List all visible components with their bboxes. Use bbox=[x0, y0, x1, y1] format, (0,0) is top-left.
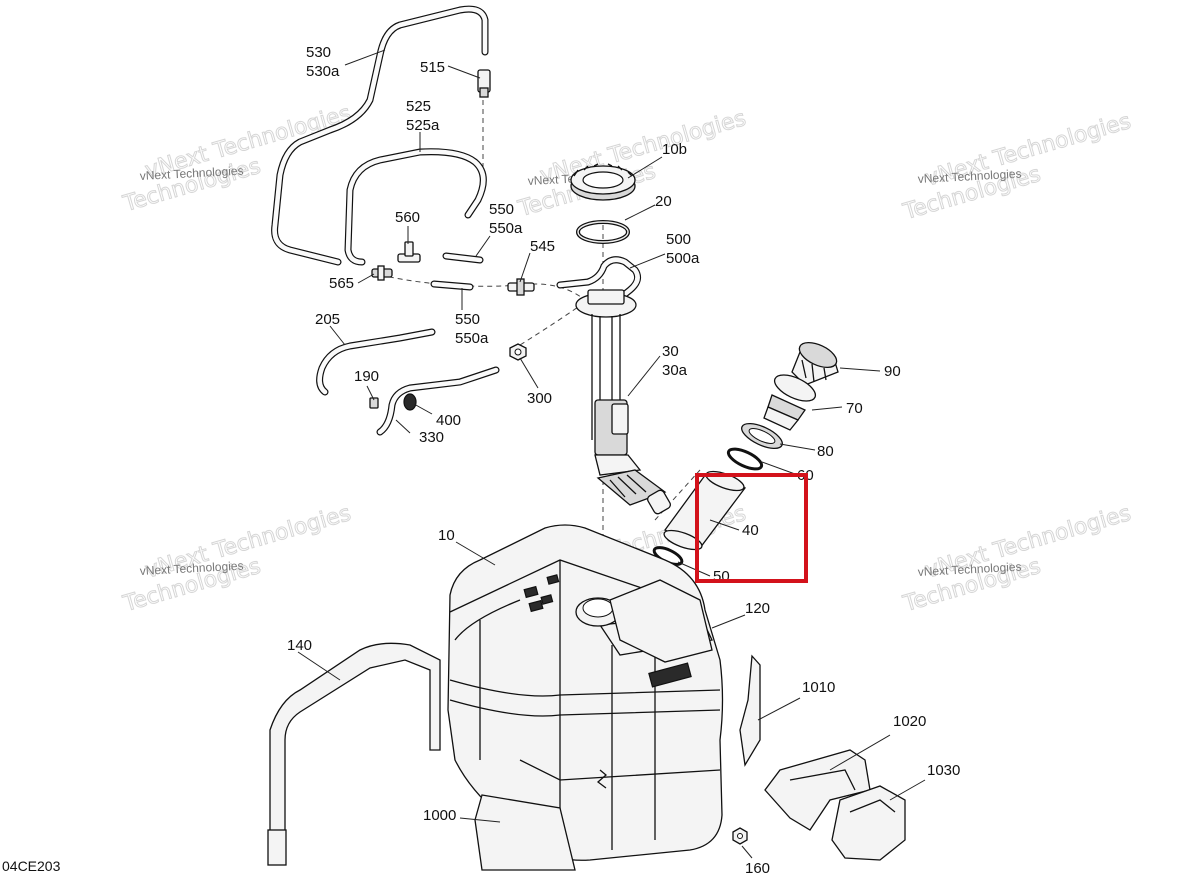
callout-205: 205 bbox=[315, 311, 340, 328]
part-1020-heat-shield bbox=[764, 749, 871, 831]
callout-550a-upper: 550a bbox=[489, 220, 523, 237]
callout-20: 20 bbox=[655, 193, 672, 210]
part-140-strap bbox=[267, 642, 441, 866]
part-80-clamp bbox=[741, 422, 783, 450]
svg-text:vNext Technologies: vNext Technologies bbox=[917, 560, 1021, 579]
part-1000-guard bbox=[474, 794, 576, 871]
part-550-upper-hose bbox=[442, 252, 484, 264]
part-205-hose bbox=[316, 328, 436, 396]
part-20-seal-ring bbox=[576, 220, 630, 244]
callout-10: 10 bbox=[438, 527, 455, 544]
callout-300: 300 bbox=[527, 390, 552, 407]
part-1030-cover bbox=[831, 785, 906, 861]
diagram-code: 04CE203 bbox=[2, 858, 61, 874]
part-560-fitting bbox=[397, 241, 421, 263]
part-545-fitting bbox=[507, 278, 535, 296]
callout-160: 160 bbox=[745, 860, 770, 874]
callout-500: 500 bbox=[666, 231, 691, 248]
part-530-vent-hose bbox=[271, 5, 489, 266]
callout-120: 120 bbox=[745, 600, 770, 617]
part-190-screw bbox=[369, 397, 379, 409]
part-60-clamp bbox=[726, 447, 764, 471]
svg-text:vNext Technologies: vNext Technologies bbox=[917, 167, 1021, 186]
part-565-fitting bbox=[371, 265, 393, 281]
callout-190: 190 bbox=[354, 368, 379, 385]
callout-30a: 30a bbox=[662, 362, 688, 379]
part-120-bracket bbox=[609, 579, 713, 663]
part-515-valve bbox=[477, 69, 491, 98]
callout-1010: 1010 bbox=[802, 679, 835, 696]
watermark-left-top: vNext Technologies Technologies bbox=[119, 101, 354, 218]
callout-500a: 500a bbox=[666, 250, 700, 267]
callout-70: 70 bbox=[846, 400, 863, 417]
callout-550a-lower: 550a bbox=[455, 330, 489, 347]
part-90-cap bbox=[791, 341, 839, 386]
callout-labels: 530 530a 515 525 525a 10b 20 560 550 550… bbox=[287, 44, 960, 877]
callout-565: 565 bbox=[329, 275, 354, 292]
callout-515: 515 bbox=[420, 59, 445, 76]
callout-530: 530 bbox=[306, 44, 331, 61]
part-160-nut bbox=[732, 827, 748, 845]
callout-90: 90 bbox=[884, 363, 901, 380]
callout-1030: 1030 bbox=[927, 762, 960, 779]
callout-140: 140 bbox=[287, 637, 312, 654]
part-30-fuel-pump bbox=[575, 289, 671, 515]
svg-text:vNext Technologies: vNext Technologies bbox=[139, 559, 243, 578]
callout-525a: 525a bbox=[406, 117, 440, 134]
callout-550-upper: 550 bbox=[489, 201, 514, 218]
highlight-box-part-40 bbox=[695, 473, 808, 583]
callout-40: 40 bbox=[742, 522, 759, 539]
svg-text:vNext Technologies: vNext Technologies bbox=[139, 164, 243, 183]
part-1010-shield bbox=[739, 654, 761, 767]
callout-550-lower: 550 bbox=[455, 311, 480, 328]
callout-545: 545 bbox=[530, 238, 555, 255]
callout-1020: 1020 bbox=[893, 713, 926, 730]
part-300-nut bbox=[509, 343, 527, 361]
part-10b-locking-ring bbox=[570, 163, 636, 201]
part-500-hose bbox=[556, 256, 642, 302]
callout-560: 560 bbox=[395, 209, 420, 226]
part-550-lower-hose bbox=[430, 280, 474, 291]
callout-80: 80 bbox=[817, 443, 834, 460]
part-70-filler-neck bbox=[763, 374, 817, 431]
callout-30: 30 bbox=[662, 343, 679, 360]
part-400-clamp bbox=[403, 393, 417, 411]
callout-10b: 10b bbox=[662, 141, 687, 158]
callout-1000: 1000 bbox=[423, 807, 456, 824]
watermark-center-top: vNext Technologies Technologies bbox=[514, 106, 749, 223]
callout-530a: 530a bbox=[306, 63, 340, 80]
callout-400: 400 bbox=[436, 412, 461, 429]
leader-lines bbox=[297, 49, 926, 859]
callout-525: 525 bbox=[406, 98, 431, 115]
part-330-hose bbox=[376, 366, 500, 436]
callout-330: 330 bbox=[419, 429, 444, 446]
part-525-hose bbox=[344, 148, 487, 266]
